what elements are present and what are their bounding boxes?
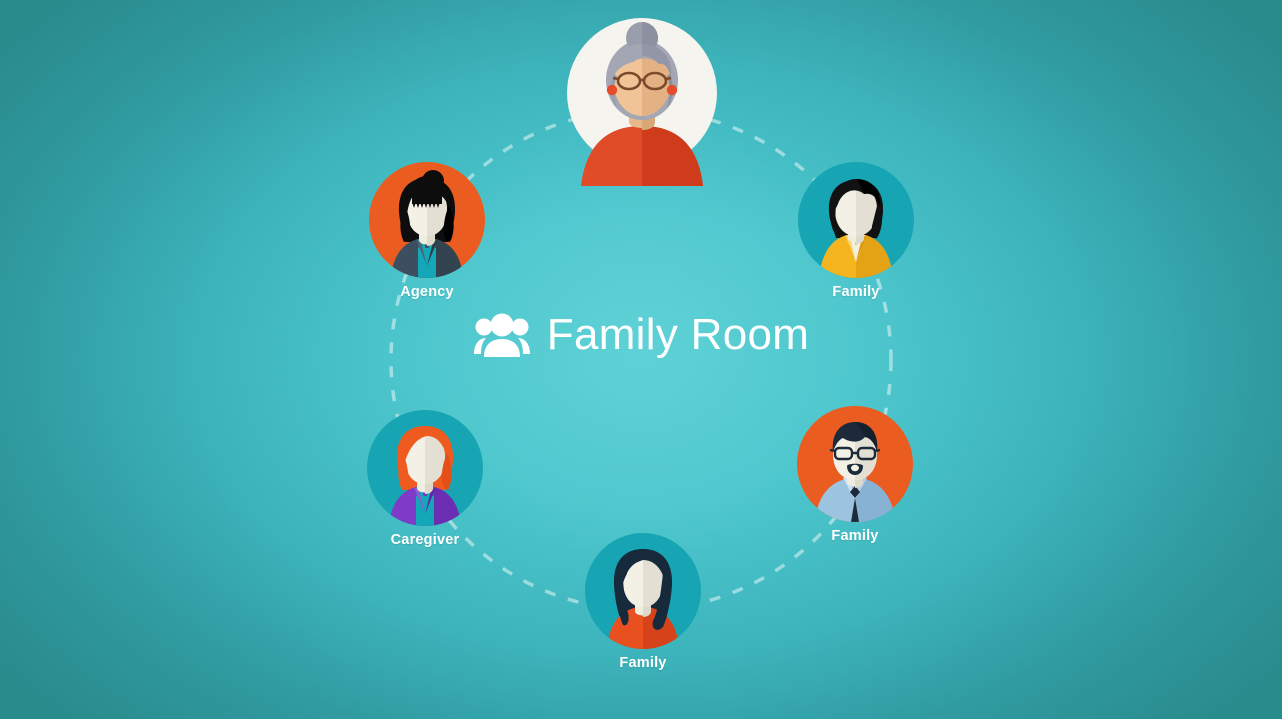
node-label: Family: [832, 284, 880, 300]
node-agency[interactable]: Agency: [347, 162, 507, 300]
node-label: Caregiver: [390, 532, 460, 548]
avatar-caregiver[interactable]: [367, 410, 483, 526]
avatar-agency[interactable]: [369, 162, 485, 278]
avatar-family-bottom[interactable]: [585, 533, 701, 649]
avatar-senior[interactable]: [567, 18, 717, 186]
node-family-bottom[interactable]: Family: [563, 533, 723, 671]
node-label: Family: [619, 655, 667, 671]
node-family-topright[interactable]: Family: [776, 162, 936, 300]
node-family-right[interactable]: Family: [775, 406, 935, 544]
node-label: Agency: [400, 284, 454, 300]
node-senior[interactable]: [562, 18, 722, 186]
node-caregiver[interactable]: Caregiver: [345, 410, 505, 548]
avatar-family-right[interactable]: [797, 406, 913, 522]
node-label: Family: [831, 528, 879, 544]
avatar-family-topright[interactable]: [798, 162, 914, 278]
